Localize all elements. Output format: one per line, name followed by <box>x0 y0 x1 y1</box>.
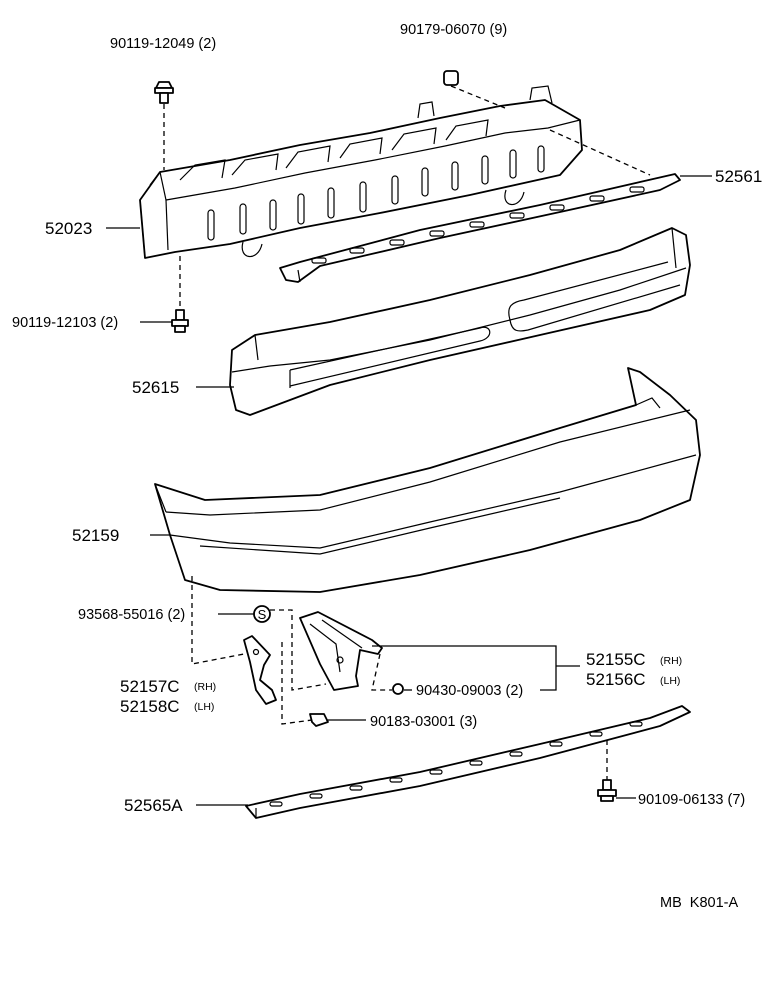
bolt-retainer-icon <box>597 779 617 802</box>
label-bracket-rh: 52155C <box>586 650 646 669</box>
bumper-bracket-large <box>299 611 383 691</box>
label-stud: 93568-55016 (2) <box>78 607 185 623</box>
label-absorber: 52615 <box>132 378 179 397</box>
leader-lines <box>106 175 712 806</box>
clip-icon <box>309 713 329 727</box>
label-bracket-lh: 52156C <box>586 670 646 689</box>
diagram-id: MB K801-A <box>660 895 738 911</box>
bumper-reinforcement <box>139 85 583 259</box>
bumper-cover <box>154 367 701 593</box>
label-small-bracket-rh-side: (RH) <box>194 681 216 693</box>
label-small-bracket-lh: 52158C <box>120 697 180 716</box>
nut-top-icon <box>443 70 459 86</box>
label-bracket-lh-side: (LH) <box>660 675 680 687</box>
bumper-retainer-lower <box>245 705 691 819</box>
bumper-retainer-upper <box>279 173 681 283</box>
bumper-bracket-small <box>243 635 277 705</box>
label-retainer-upper: 52561 <box>715 167 762 186</box>
dashed-lines <box>163 85 651 780</box>
label-bumper-cover: 52159 <box>72 526 119 545</box>
label-small-bracket-lh-side: (LH) <box>194 701 214 713</box>
label-small-bracket-rh: 52157C <box>120 677 180 696</box>
label-bolt-retainer: 90109-06133 (7) <box>638 792 745 808</box>
bolt-lower-icon <box>171 309 189 333</box>
label-bolt-top: 90119-12049 (2) <box>110 36 216 52</box>
nut-bracket-icon <box>392 683 404 695</box>
s-mark-label: S <box>258 607 267 622</box>
stud-s-icon: S <box>253 605 271 623</box>
label-bolt-lower: 90119-12103 (2) <box>12 315 118 331</box>
energy-absorber <box>229 227 691 416</box>
label-reinforcement: 52023 <box>45 219 92 238</box>
label-nut-bracket: 90430-09003 (2) <box>416 683 523 699</box>
bolt-top-icon <box>154 81 174 104</box>
label-nut-top: 90179-06070 (9) <box>400 22 507 38</box>
label-retainer-lower: 52565A <box>124 796 183 815</box>
callout-labels: 90119-12049 (2) 90179-06070 (9) 52561 52… <box>12 22 762 911</box>
label-bracket-rh-side: (RH) <box>660 655 682 667</box>
label-clip: 90183-03001 (3) <box>370 714 477 730</box>
